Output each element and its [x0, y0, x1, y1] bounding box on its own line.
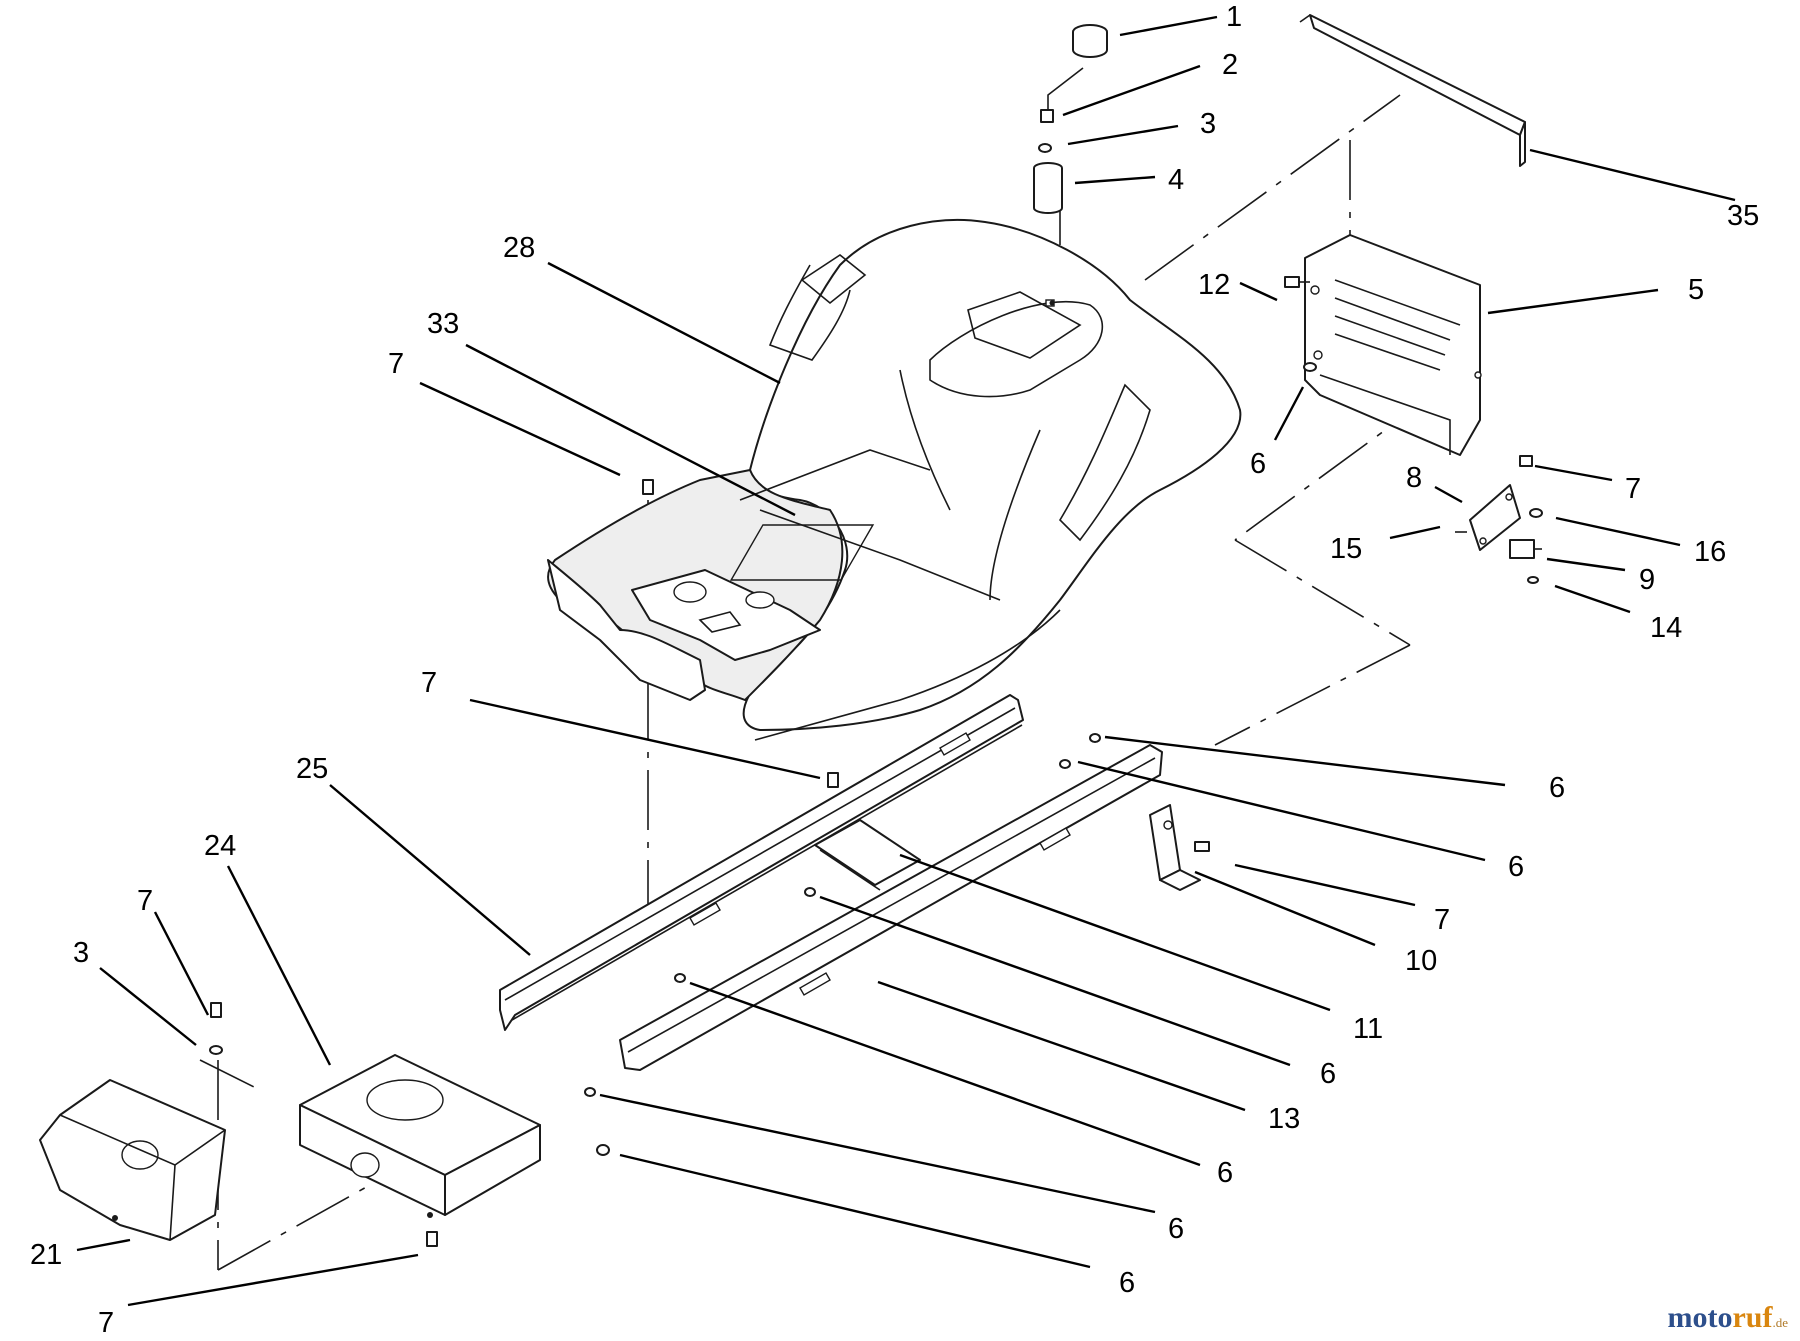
- watermark-accent: ruf: [1732, 1301, 1773, 1334]
- leader-lines: [76, 15, 1736, 1307]
- part-33-plate: [631, 524, 875, 661]
- watermark-logo: motoruf.de: [1667, 1301, 1788, 1335]
- watermark-main: moto: [1667, 1301, 1733, 1334]
- part-7-bolt-guard: [1519, 455, 1533, 467]
- callout-25: 25: [296, 753, 328, 785]
- callout-7-bracket: 7: [1434, 904, 1450, 936]
- callout-6-rail-a: 6: [1549, 772, 1565, 804]
- part-25-left-rail: [499, 694, 1024, 1031]
- callout-16: 16: [1694, 536, 1726, 568]
- part-6-nut-upper: [1303, 362, 1317, 372]
- part-14-washer: [1527, 576, 1539, 584]
- part-8-bracket: [1469, 484, 1521, 551]
- callout-12: 12: [1198, 269, 1230, 301]
- callout-labels: 1 2 3 4 35 28 12 5 33 7 6 7 8 15 16 9 14…: [30, 1, 1759, 1339]
- callout-10: 10: [1405, 945, 1437, 977]
- callout-21: 21: [30, 1239, 62, 1271]
- callout-4: 4: [1168, 164, 1184, 196]
- part-2-bolt: [1040, 67, 1084, 123]
- callout-28: 28: [503, 232, 535, 264]
- part-3-washer: [1038, 143, 1052, 153]
- callout-7-guard: 7: [1625, 473, 1641, 505]
- callout-8: 8: [1406, 462, 1422, 494]
- callout-6-rail-c: 6: [1217, 1157, 1233, 1189]
- part-4-spacer: [1033, 162, 1063, 214]
- callout-24: 24: [204, 830, 236, 862]
- part-11-crossmember: [814, 819, 921, 891]
- part-5-rear-guard: [1304, 234, 1482, 456]
- callout-1: 1: [1226, 1, 1242, 33]
- callout-11: 11: [1353, 1013, 1383, 1045]
- callout-3-left: 3: [73, 937, 89, 969]
- part-13-right-rail: [619, 744, 1163, 1071]
- part-1-knob: [1072, 24, 1108, 58]
- callout-6-guard: 6: [1250, 448, 1266, 480]
- part-16-nut: [1529, 508, 1543, 518]
- callout-6-rail-e: 6: [1119, 1267, 1135, 1299]
- callout-2: 2: [1222, 49, 1238, 81]
- watermark-tld: .de: [1772, 1315, 1788, 1330]
- callout-3: 3: [1200, 108, 1216, 140]
- callout-7-rail: 7: [421, 667, 437, 699]
- part-21-shield: [39, 1079, 226, 1241]
- part-24-mount-plate: [299, 1054, 541, 1218]
- part-9-switch: [1509, 539, 1542, 559]
- part-10-bracket: [1149, 804, 1210, 891]
- callout-6-rail-b: 6: [1508, 851, 1524, 883]
- callout-13: 13: [1268, 1103, 1300, 1135]
- callout-7-left: 7: [137, 885, 153, 917]
- callout-6-rail-d: 6: [1168, 1213, 1184, 1245]
- callout-9: 9: [1639, 564, 1655, 596]
- hardware: [209, 479, 1101, 1247]
- part-12-bolt: [1284, 276, 1310, 288]
- callout-14: 14: [1650, 612, 1682, 644]
- callout-33: 33: [427, 308, 459, 340]
- part-35-rear-bar: [1299, 14, 1526, 167]
- callout-35: 35: [1727, 200, 1759, 232]
- callout-7-fender: 7: [388, 348, 404, 380]
- callout-7-bottom: 7: [98, 1307, 114, 1339]
- callout-5: 5: [1688, 274, 1704, 306]
- callout-6-cross: 6: [1320, 1058, 1336, 1090]
- callout-15: 15: [1330, 533, 1362, 565]
